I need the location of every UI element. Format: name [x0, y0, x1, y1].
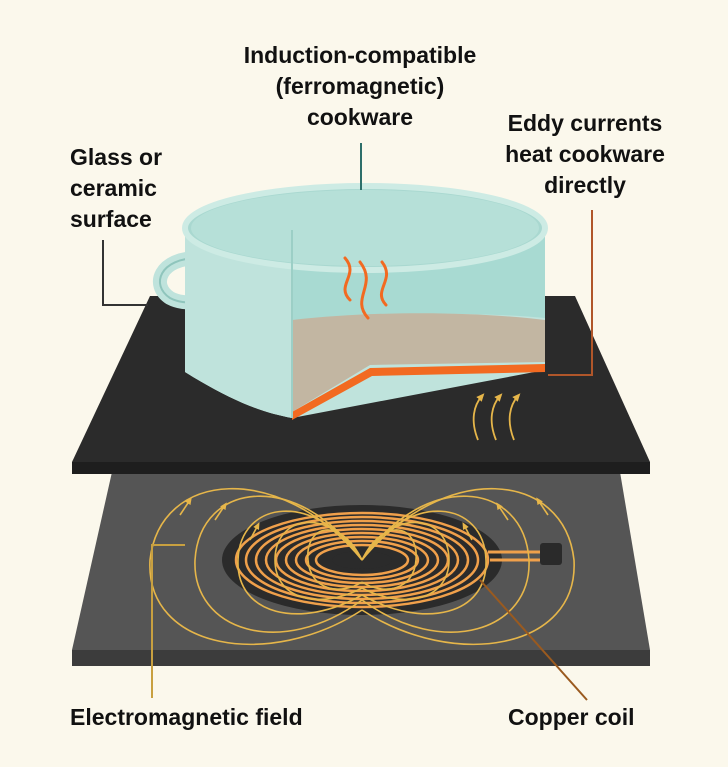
cookware-label: Induction-compatible (ferromagnetic) coo…: [243, 42, 477, 130]
surface-leader: [102, 240, 148, 306]
copper-coil-label: Copper coil: [508, 704, 635, 730]
surface-field-arrows: [472, 393, 521, 441]
pot: [153, 183, 548, 420]
surface-label: Glass or ceramic surface: [70, 144, 163, 232]
electromagnetic-field-label: Electromagnetic field: [70, 704, 303, 730]
coil-leader: [479, 579, 588, 701]
electromagnetic-field-lines: [149, 487, 575, 646]
field-leader: [151, 544, 185, 698]
field-arrows: [179, 497, 549, 541]
eddy-leader: [548, 210, 593, 376]
heat-waves: [343, 256, 389, 320]
eddy-currents-label: Eddy currents heat cookware directly: [505, 110, 665, 198]
